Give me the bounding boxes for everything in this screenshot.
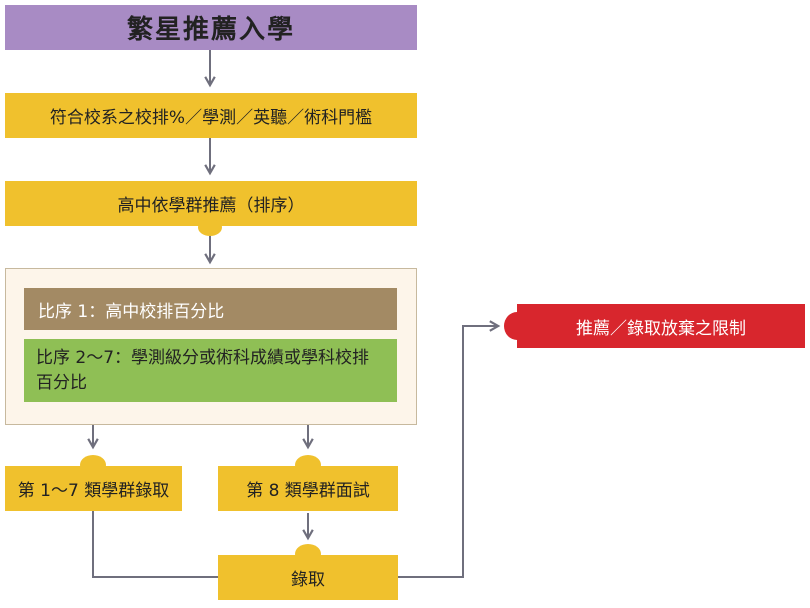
title-box: 繁星推薦入學 (5, 5, 417, 50)
order1-box: 比序 1：高中校排百分比 (24, 288, 397, 330)
order2-box: 比序 2～7：學測級分或術科成績或學科校排百分比 (24, 339, 397, 402)
group8-text: 第 8 類學群面試 (246, 481, 370, 501)
limit-text: 推薦／錄取放棄之限制 (576, 318, 746, 339)
title-text: 繁星推薦入學 (126, 15, 295, 45)
recommend-step: 高中依學群推薦（排序） (5, 181, 417, 226)
recommend-step-tab (198, 219, 222, 236)
threshold-step: 符合校系之校排%／學測／英聽／術科門檻 (5, 93, 417, 138)
arrow-admit-to-limit (398, 320, 501, 578)
admit-step: 錄取 (218, 555, 398, 600)
order1-text: 比序 1：高中校排百分比 (38, 301, 225, 322)
order2-text: 比序 2～7：學測級分或術科成績或學科校排百分比 (36, 347, 370, 393)
limit-step: 推薦／錄取放棄之限制 (517, 304, 805, 348)
admit-text: 錄取 (291, 570, 325, 590)
line-group17-to-admit (92, 511, 218, 578)
group17-text: 第 1～7 類學群錄取 (17, 481, 170, 501)
recommend-text: 高中依學群推薦（排序） (117, 196, 305, 216)
group17-step: 第 1～7 類學群錄取 (5, 466, 182, 511)
group8-step: 第 8 類學群面試 (218, 466, 398, 511)
threshold-text: 符合校系之校排%／學測／英聽／術科門檻 (49, 108, 373, 128)
